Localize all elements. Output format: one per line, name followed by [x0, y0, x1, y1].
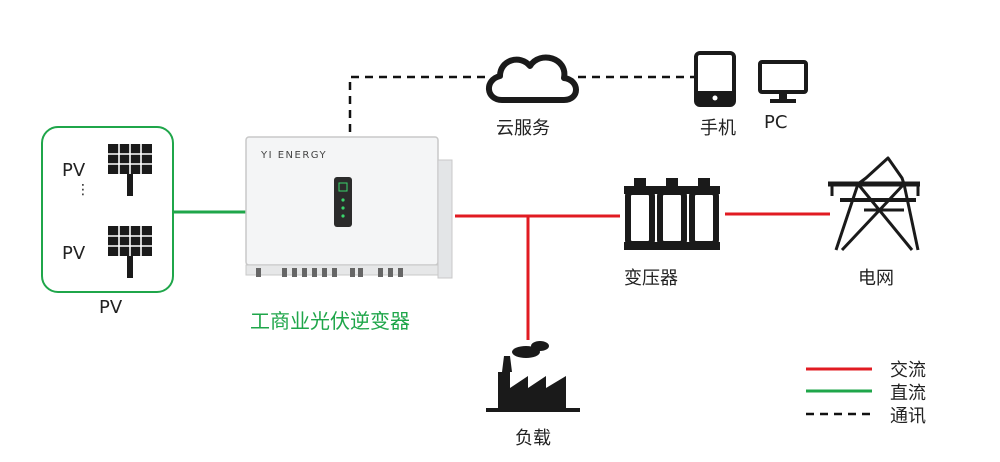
legend-ac-label: 交流 [890, 360, 926, 381]
grid-label: 电网 [858, 268, 894, 289]
transformer-label: 变压器 [624, 268, 678, 289]
transformer-icon [624, 178, 720, 250]
pv-panel-label-top: PV [62, 160, 86, 181]
pc-label: PC [764, 112, 788, 133]
pylon-icon [828, 156, 920, 252]
phone-label: 手机 [700, 118, 736, 139]
legend-comm-label: 通讯 [890, 406, 926, 427]
phone-icon [694, 51, 736, 107]
solar-panel-icon [108, 144, 152, 196]
pv-panel-label-bottom: PV [62, 243, 86, 264]
pv-group-box [41, 126, 174, 293]
cloud-label: 云服务 [496, 118, 550, 139]
legend-dc-label: 直流 [890, 383, 926, 404]
pv-ellipsis: ⋮ [76, 182, 90, 198]
solar-panel-icon [108, 226, 152, 278]
factory-icon [486, 341, 580, 412]
inverter-brand: YI ENERGY [261, 150, 328, 161]
cloud-icon [486, 54, 579, 103]
inverter-label: 工商业光伏逆变器 [250, 309, 410, 333]
pv-group-label: PV [99, 297, 123, 318]
comm-line-inverter-cloud [348, 75, 490, 132]
inverter-icon [245, 136, 453, 279]
load-label: 负载 [515, 428, 551, 449]
monitor-icon [758, 60, 808, 103]
